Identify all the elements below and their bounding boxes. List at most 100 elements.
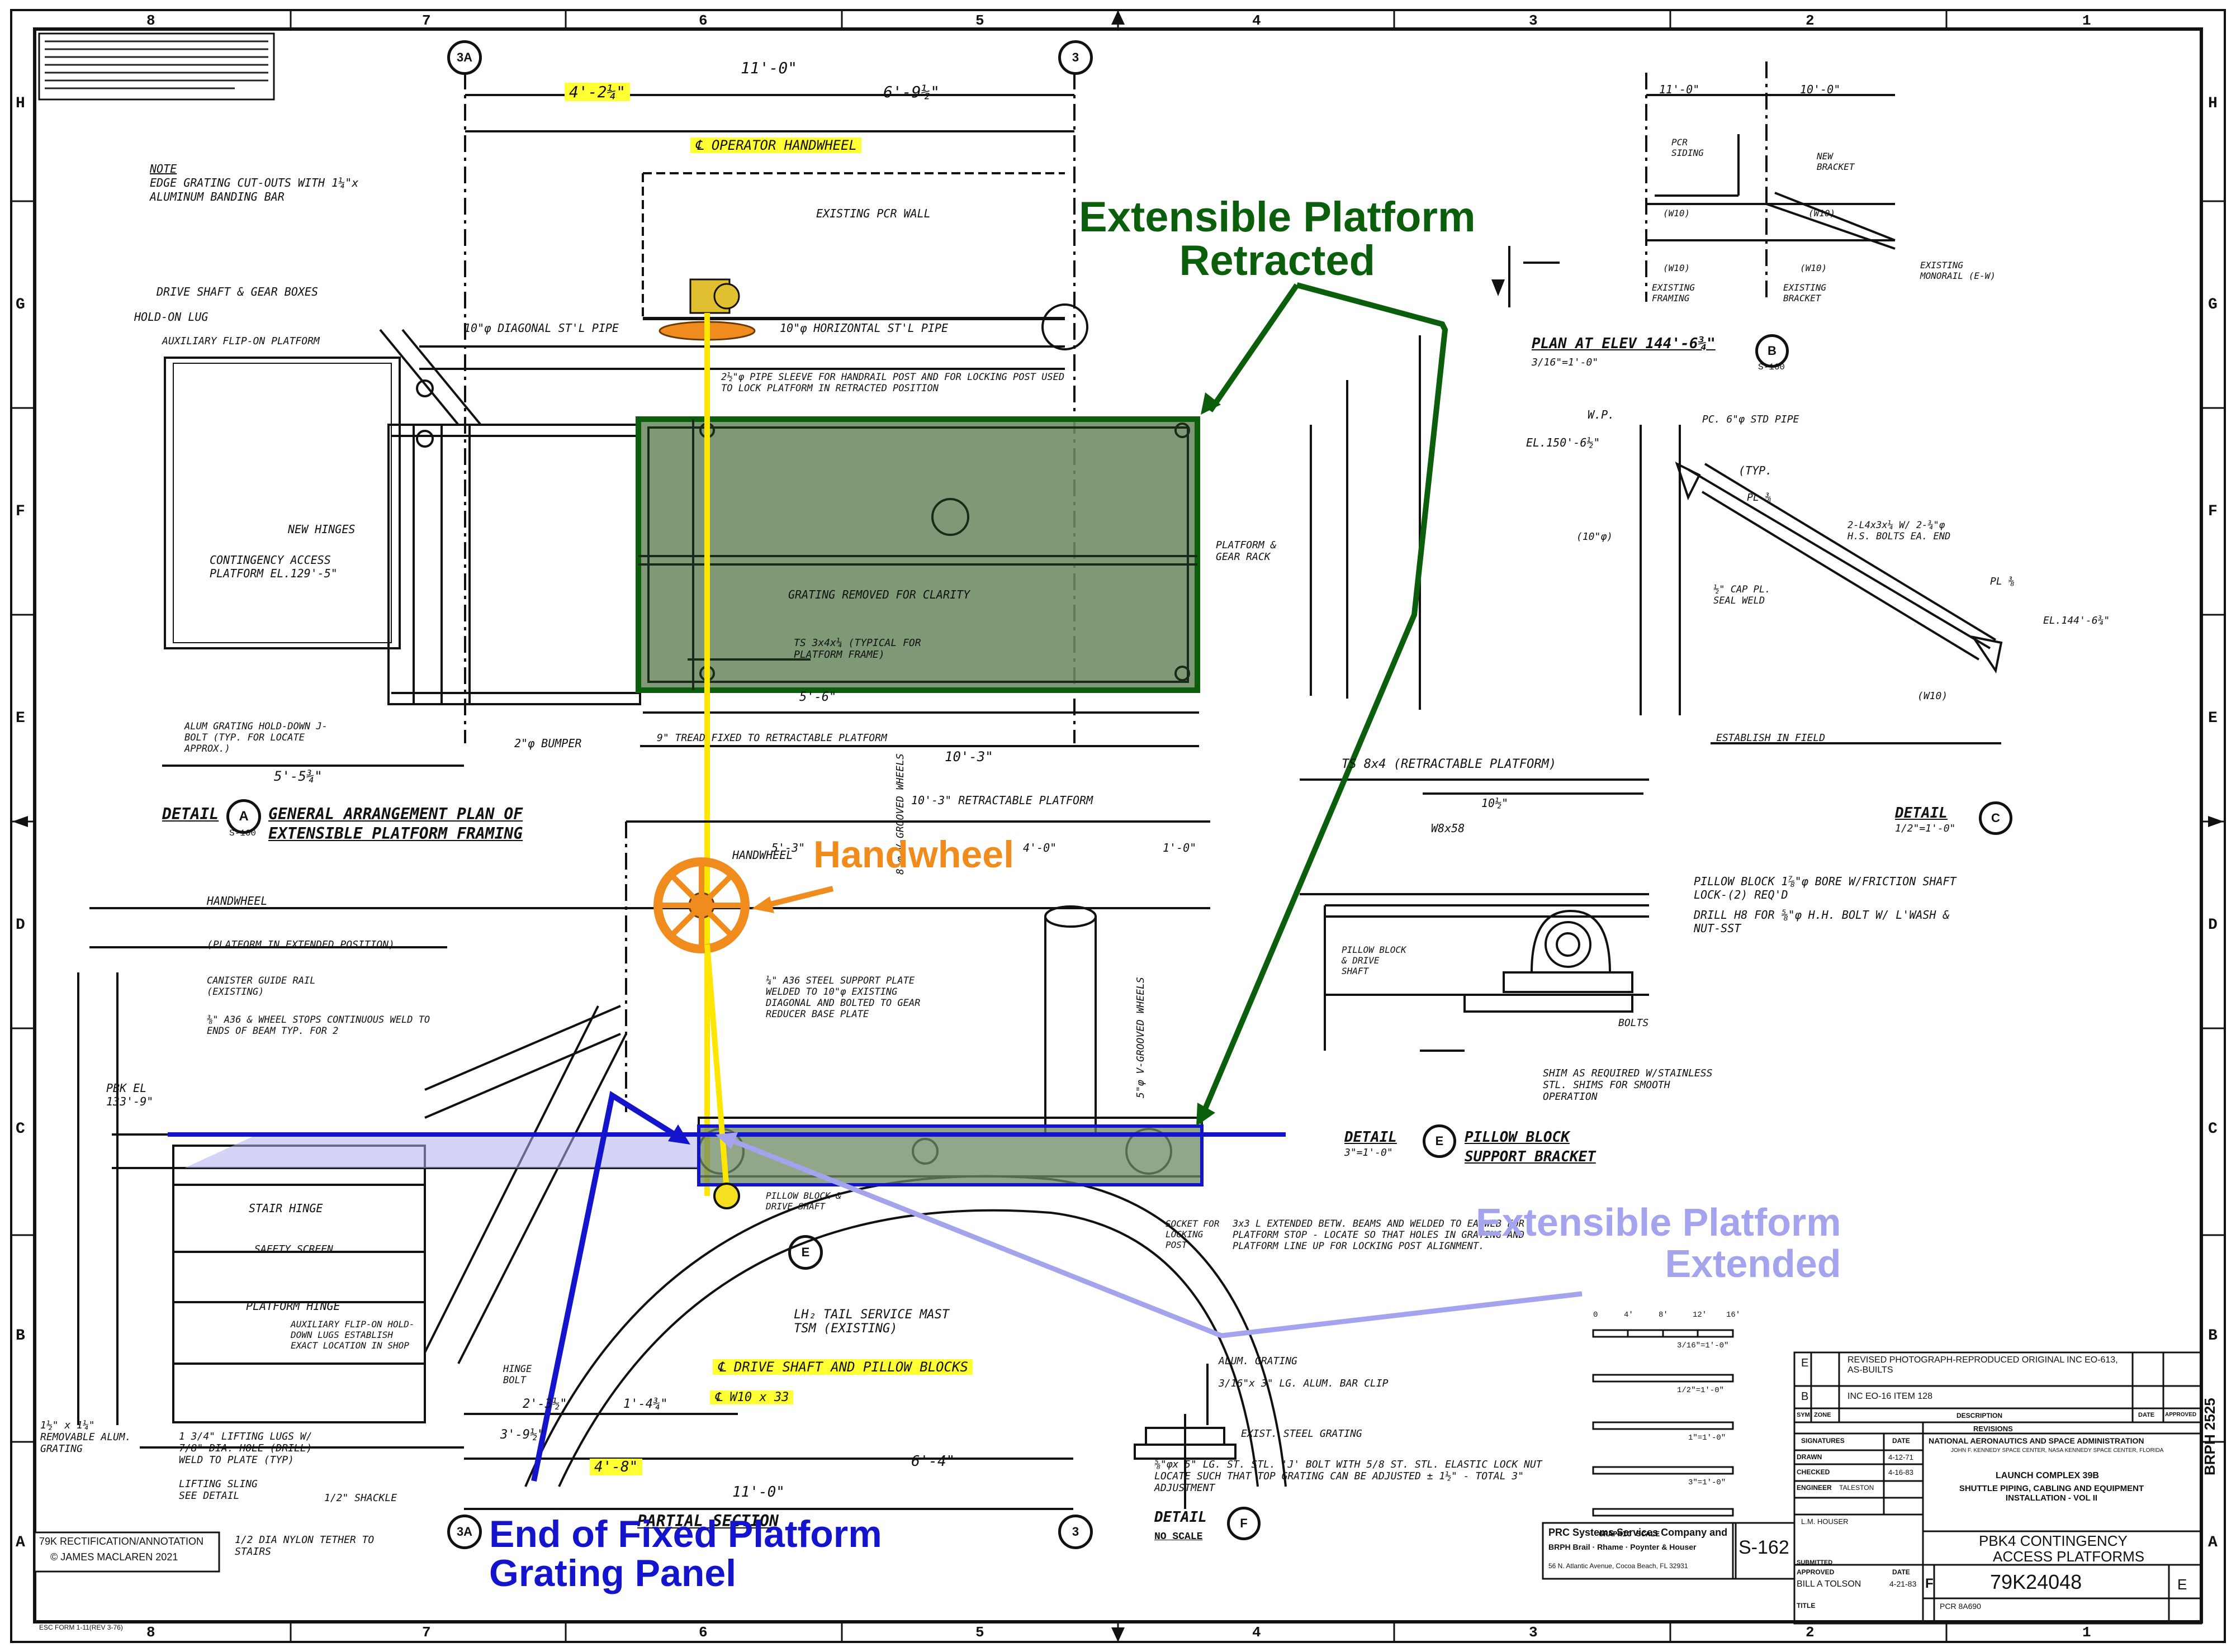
- annotation-extended: Extensible Platform Extended: [1476, 1202, 1841, 1284]
- tb-checked-date: 4-16-83: [1888, 1468, 1913, 1477]
- col-label-5-bottom: 5: [975, 1624, 984, 1641]
- row-label-a-right: A: [2208, 1534, 2218, 1551]
- tb-rev-e: REVISED PHOTOGRAPH-REPRODUCED ORIGINAL I…: [1847, 1355, 2118, 1375]
- center-arrow-right: [2208, 816, 2224, 827]
- detail-c-pl-1: PL ⅜: [1990, 576, 2015, 587]
- plan-b-existing-framing: EXISTING FRAMING: [1652, 282, 1695, 303]
- tb-approved-by: BILL A TOLSON: [1797, 1579, 1861, 1589]
- highlight-dim-bottom: 4'-8": [590, 1459, 643, 1475]
- detail-e-ts: TS 8x4 (RETRACTABLE PLATFORM): [1342, 757, 1557, 771]
- detail-e-bolts: BOLTS: [1618, 1017, 1649, 1029]
- row-label-e-right: E: [2208, 710, 2218, 727]
- col-label-2-bottom: 2: [1806, 1624, 1815, 1641]
- scale-label-4: 3"=1'-0": [1688, 1478, 1726, 1487]
- scale-tick-4: 4': [1624, 1311, 1633, 1319]
- detail-a-existing-pcr-wall: EXISTING PCR WALL: [816, 207, 931, 220]
- tb-project2: SHUTTLE PIPING, CABLING AND EQUIPMENT IN…: [1959, 1484, 2144, 1503]
- tb-approved: APPROVED: [1797, 1568, 1835, 1576]
- tb-prc1: PRC Systems Services Company and: [1548, 1527, 1728, 1538]
- retracted-arrow-to-section: [1196, 282, 1448, 1124]
- scale-tick-8: 8': [1659, 1311, 1668, 1319]
- col-label-7-bottom: 7: [422, 1624, 431, 1641]
- tb-approved-date: 4-21-83: [1889, 1579, 1917, 1588]
- section-dim-1-0: 1'-0": [1163, 841, 1197, 855]
- detail-c-establish: ESTABLISH IN FIELD: [1716, 732, 1826, 744]
- plan-b: [1508, 61, 1896, 307]
- detail-c-el-144: EL.144'-6¾": [2043, 615, 2110, 626]
- section-dim-4-0: 4'-0": [1023, 841, 1057, 855]
- detail-a-title1: GENERAL ARRANGEMENT PLAN OF: [268, 805, 523, 823]
- detail-e-dim-10: 10½": [1481, 796, 1509, 810]
- tb-engineer: ENGINEER: [1797, 1484, 1832, 1492]
- section-pillow: PILLOW BLOCK & DRIVE SHAFT: [766, 1190, 841, 1212]
- notice-text-lines: [45, 40, 268, 89]
- detail-f-alum: ALUM. GRATING: [1219, 1355, 1297, 1367]
- highlight-w10: ℄ W10 x 33: [710, 1390, 794, 1404]
- detail-a-dim-6-9: 6'-9½": [883, 83, 940, 101]
- handwheel-arrow: [765, 886, 834, 908]
- detail-a-sleeve-note: 2½"φ PIPE SLEEVE FOR HANDRAIL POST AND F…: [721, 372, 1065, 394]
- scale-label-1: 3/16"=1'-0": [1677, 1341, 1729, 1350]
- detail-a-note-text1: EDGE GRATING CUT-OUTS WITH 1¼"x: [150, 176, 359, 189]
- detail-f-exist: EXIST. STEEL GRATING: [1241, 1428, 1362, 1440]
- plan-b-wio-2: (W10): [1808, 208, 1836, 219]
- scale-tick-12: 12': [1693, 1311, 1707, 1319]
- tb-approved-head: APPROVED: [2165, 1412, 2197, 1418]
- row-label-e: E: [16, 710, 25, 727]
- detail-a-dim-5-5: 5'-5¾": [274, 768, 323, 784]
- annotation-fixed-line2: Grating Panel: [489, 1552, 737, 1594]
- row-label-a: A: [16, 1534, 25, 1551]
- detail-e-scale: 3"=1'-0": [1344, 1147, 1393, 1159]
- retracted-arrowhead-section: [1196, 1103, 1215, 1126]
- col-label-4-bottom: 4: [1252, 1624, 1261, 1641]
- col-label-6: 6: [699, 12, 708, 29]
- section-dim-2-3: 2'-3½": [523, 1397, 567, 1411]
- detail-c-scale: 1/2"=1'-0": [1895, 823, 1956, 834]
- annotation-retracted-line1: Extensible Platform: [1079, 193, 1476, 241]
- detail-e-w8: W8x58: [1431, 822, 1465, 835]
- tb-size: F: [1925, 1576, 1934, 1591]
- tb-checked: CHECKED: [1797, 1468, 1830, 1476]
- row-label-b: B: [16, 1327, 25, 1345]
- detail-c-dia10: (10"φ): [1576, 531, 1613, 543]
- center-arrow-top: [1111, 10, 1125, 25]
- tb-description: DESCRIPTION: [1957, 1412, 2003, 1420]
- retracted-platform: [636, 416, 1200, 693]
- extended-arrowhead: [716, 1132, 738, 1149]
- scale-label-2: 1/2"=1'-0": [1677, 1386, 1725, 1395]
- tb-brph: BRPH 2525: [2201, 1398, 2218, 1475]
- section-stair-hinge: STAIR HINGE: [249, 1202, 323, 1215]
- handwheel-arrowhead: [752, 896, 774, 913]
- detail-e-bubble: E: [1423, 1124, 1456, 1158]
- detail-a-bubble: A: [226, 799, 261, 834]
- plan-b-scale: 3/16"=1'-0": [1532, 357, 1599, 368]
- retracted-platform-frame: [638, 419, 1197, 690]
- grid-bubble-3a: 3A: [447, 40, 482, 75]
- detail-c-wp: W.P.: [1588, 408, 1615, 421]
- detail-c-pl-2: PL ⅜: [1747, 492, 1771, 504]
- col-label-8: 8: [146, 12, 155, 29]
- detail-a-platform-gear-rack: PLATFORM & GEAR RACK: [1216, 539, 1277, 563]
- section-socket: SOCKET FOR LOCKING POST: [1166, 1218, 1220, 1250]
- detail-a-contingency: CONTINGENCY ACCESS PLATFORM EL.129'-5": [210, 553, 338, 580]
- col-label-6-bottom: 6: [699, 1624, 708, 1641]
- detail-f-scale: NO SCALE: [1154, 1531, 1203, 1542]
- tb-drawn-date: 4-12-71: [1888, 1453, 1913, 1461]
- detail-a-dim-5-6: 5'-6": [799, 690, 837, 704]
- tb-date-head: DATE: [2138, 1412, 2155, 1418]
- drive-shaft-highlight: [704, 944, 729, 1191]
- section-canister: CANISTER GUIDE RAIL (EXISTING): [207, 975, 316, 998]
- section-dim-3-9: 3'-9½": [500, 1428, 545, 1442]
- detail-a-new-hinges: NEW HINGES: [288, 523, 356, 536]
- section-safety-screen: SAFETY SCREEN: [254, 1243, 333, 1255]
- tb-signatures: SIGNATURES: [1801, 1437, 1845, 1445]
- row-label-c: C: [16, 1121, 25, 1138]
- annotation-extended-line1: Extensible Platform: [1476, 1200, 1841, 1244]
- section-handwheel-left: HANDWHEEL: [207, 894, 268, 908]
- plan-b-title: PLAN AT ELEV 144'-6¾": [1532, 335, 1716, 352]
- detail-e-drill: DRILL H8 FOR ⅝"φ H.H. BOLT W/ L'WASH & N…: [1694, 908, 1950, 935]
- section-bubble-e: E: [788, 1235, 823, 1270]
- section-platform-hinge: PLATFORM HINGE: [246, 1299, 340, 1313]
- plan-b-dim-10: 10'-0": [1800, 83, 1841, 96]
